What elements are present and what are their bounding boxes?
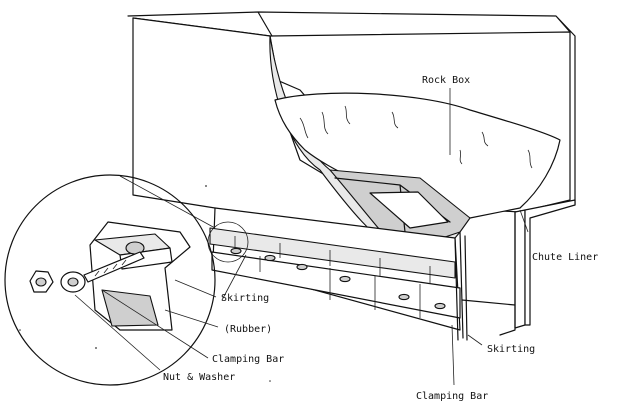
detail-bolt <box>83 251 145 283</box>
bolt-slots <box>230 247 446 310</box>
label-clamping-bar-main: Clamping Bar <box>416 391 488 402</box>
label-chute-liner: Chute Liner <box>532 252 598 263</box>
detail-magnified-circle <box>4 174 216 386</box>
label-skirting-detail: Skirting <box>221 293 269 304</box>
upper-clamping-bar <box>209 227 456 279</box>
leader-lines <box>74 88 529 386</box>
label-clamping-bar-detail: Clamping Bar <box>212 354 284 365</box>
skirting-assembly <box>209 207 468 341</box>
lower-clamping-bar <box>211 251 461 319</box>
rock-box-structure <box>127 11 576 253</box>
rock-fill-surface <box>274 92 561 219</box>
label-rubber: (Rubber) <box>224 324 272 335</box>
chute-liner-assembly <box>461 199 576 336</box>
label-nut-washer: Nut & Washer <box>163 372 235 383</box>
chute-inner-shelf <box>369 191 449 229</box>
rock-texture <box>299 105 533 169</box>
label-skirting-main: Skirting <box>487 344 535 355</box>
rock-box-top-rim <box>127 11 576 206</box>
stray-dots <box>19 185 271 382</box>
label-rock-box: Rock Box <box>422 75 470 86</box>
